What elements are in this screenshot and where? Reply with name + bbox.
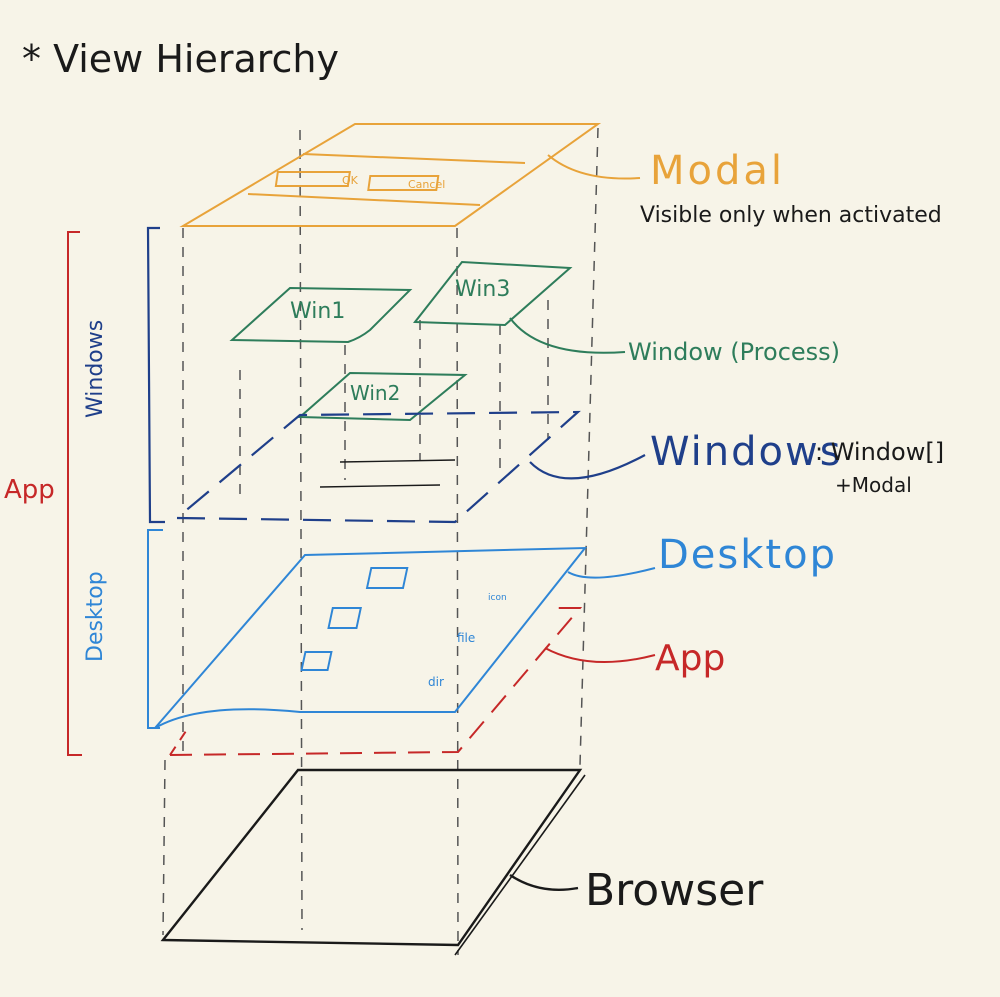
desktop-file-shape [327,607,362,629]
modal-ok-label: OK [342,174,359,187]
modal-cancel-button [367,175,440,191]
windows-extra-label: +Modal [835,473,912,497]
win1-label: Win1 [290,299,345,324]
win2-label: Win2 [350,381,400,405]
desktop-pointer [567,567,656,579]
browser-plane-edge [454,774,586,956]
window-process-layer [229,260,626,422]
app-plane [169,607,583,756]
app-label: App [655,638,725,679]
modal-cancel-label: Cancel [408,178,445,191]
browser-label: Browser [585,865,764,916]
win1-plane [229,286,413,344]
modal-top-bar [302,153,526,164]
desktop-file-label: file [457,631,475,645]
modal-pointer [547,154,641,180]
desktop-icon-shape [365,567,409,589]
windows-bracket [146,226,165,524]
modal-label: Modal [650,148,785,194]
app-pointer [544,647,656,663]
windows-inner-sketch [319,459,456,488]
browser-layer [160,768,586,956]
desktop-dir-shape [300,651,333,671]
desktop-bracket-label: Desktop [83,571,108,662]
app-plane-corner [169,727,189,756]
win3-label: Win3 [455,277,510,302]
win3-plane [412,260,573,327]
desktop-bracket [147,529,163,729]
title-text: * View Hierarchy [22,37,339,81]
modal-ok-button [274,171,351,187]
desktop-layer [147,529,656,729]
windows-label: Windows [650,429,843,475]
guide-line-back-right [579,127,599,766]
windows-inner-line-2 [319,484,441,488]
vertical-guides [162,127,599,956]
modal-bottom-bar [247,193,481,206]
guide-line-front-right [456,227,459,956]
windows-inner-line-1 [339,459,456,463]
windows-bracket-label: Windows [83,320,108,418]
app-bracket-label: App [4,475,55,505]
guide-line-left-bottom [162,759,166,936]
browser-pointer [509,874,579,891]
windows-type-label: : Window[] [815,438,944,466]
desktop-dir-label: dir [428,675,444,689]
app-bracket [67,231,82,756]
desktop-icon-label: icon [488,593,507,603]
browser-plane [160,768,583,947]
windows-layer [146,226,646,524]
title-group: * View Hierarchy [22,37,339,81]
app-layer [67,231,656,756]
desktop-plane [154,546,588,729]
window-pointer [509,317,626,354]
modal-plane [179,123,602,227]
window-process-label: Window (Process) [628,338,840,366]
desktop-label: Desktop [658,532,837,578]
modal-layer [179,123,641,227]
modal-note: Visible only when activated [640,203,942,228]
guide-line-back-left [299,129,303,931]
windows-pointer [529,454,646,480]
windows-plane [174,410,581,524]
win2-plane [297,371,468,422]
